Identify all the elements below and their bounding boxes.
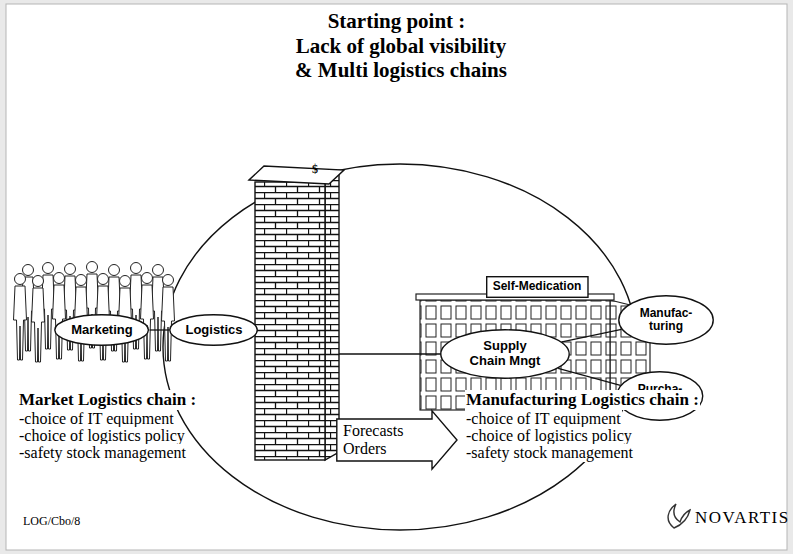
node-label: Self-Medication [493,280,582,293]
subtitle: Lack of global visibility & Multi logist… [294,34,508,82]
flow-arrow: Forecasts Orders [336,410,458,470]
slide-title: Starting point : [0,9,793,33]
division-sign: Self-Medication [486,276,589,298]
wall-front [255,182,325,460]
scope-ellipse [163,164,637,530]
person [14,274,27,361]
brick-wall [249,166,344,460]
ellipse-shape [619,296,713,344]
node-label: Logistics [185,323,242,338]
node-text-group: Supply Chain Mngt [465,339,545,368]
node-label: Supply Chain Mngt [465,339,545,368]
crowd [14,262,175,363]
connector-line [562,329,622,342]
novartis-logo [668,504,690,528]
slide-panel [6,4,787,550]
connector-line [150,329,170,330]
person [162,275,175,362]
node-label: Manufac- turing [635,307,697,334]
node-text-group: Manufac- turing [635,307,697,334]
list-item: -choice of IT equipment [465,410,622,428]
function-ellipse: Supply Chain Mngt [440,329,570,379]
list-item: -safety stock management [465,444,634,462]
list-item: -choice of logistics policy [465,427,633,445]
connector-line [558,368,620,385]
logo-flame [668,504,690,528]
chain-heading: Market Logistics chain : [18,390,197,410]
function-ellipse: Logistics [169,314,258,346]
node-text-group: Logistics [185,323,242,338]
slide-code: LOG/Cbo/8 [22,514,81,528]
person [53,273,66,360]
person [141,273,154,360]
node-text-group: Forecasts Orders [343,422,423,458]
ellipse-shape [170,315,257,345]
node-text-group: Self-Medication [493,280,582,293]
wall-link-line [339,353,448,354]
node-label: Marketing [71,323,132,338]
node-label: Forecasts Orders [343,422,423,458]
list-item: -safety stock management [18,444,187,462]
list-item: -choice of logistics policy [18,427,186,445]
function-ellipse: Manufac- turing [618,295,714,345]
wall-cap [249,166,344,184]
currency-symbol: $ [311,162,319,176]
arrow-shape [337,411,457,469]
list-item: -choice of IT equipment [18,410,175,428]
brand-name: NOVARTIS [694,508,791,528]
node-text-group: Marketing [71,323,132,338]
group-ellipse: Marketing [54,314,149,346]
rect-shape [486,277,587,298]
chain-heading: Manufacturing Logistics chain : [465,390,700,410]
wall-side [325,172,339,460]
person [32,276,45,363]
ellipse-shape [55,315,149,345]
ellipse-shape [441,330,569,378]
